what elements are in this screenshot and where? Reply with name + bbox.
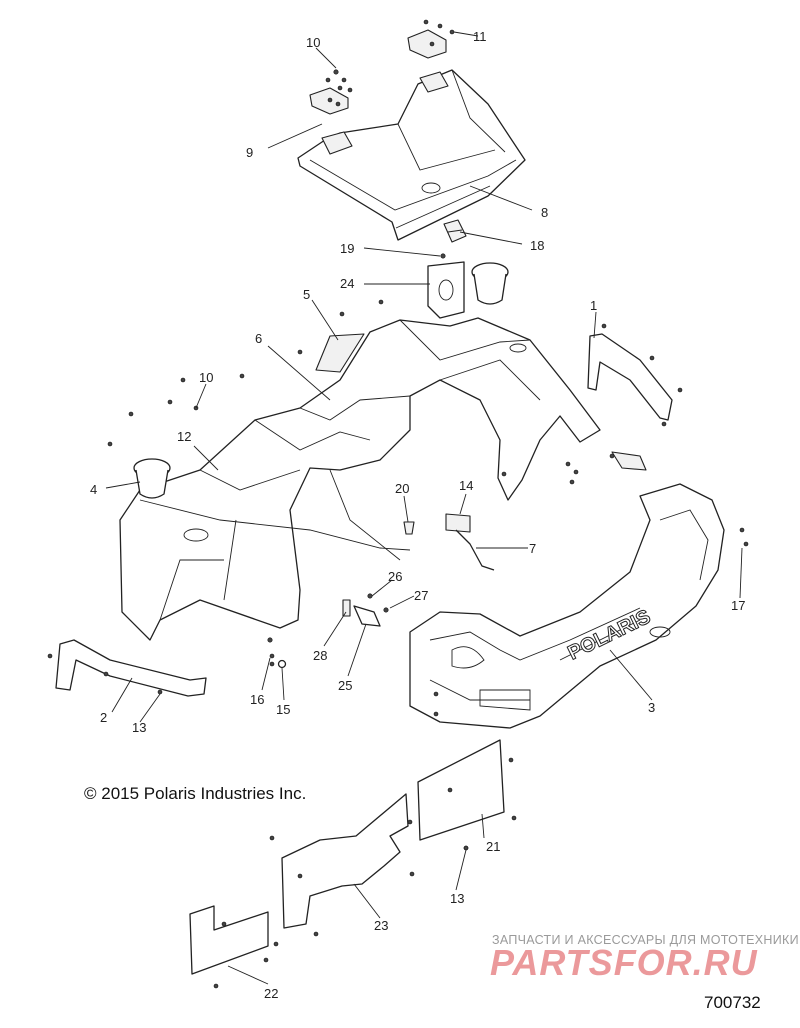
part-5-panel: [315, 333, 365, 373]
part-12-front-cab: [119, 317, 601, 641]
callout-10-mid: 10: [199, 370, 213, 385]
callout-25: 25: [338, 678, 352, 693]
body-screws: [107, 299, 384, 447]
callout-2: 2: [100, 710, 107, 725]
callout-13-lower: 13: [450, 891, 464, 906]
callout-3: 3: [648, 700, 655, 715]
callout-17: 17: [731, 598, 745, 613]
callout-1: 1: [590, 298, 597, 313]
hinge-bracket-right: [501, 451, 647, 485]
callout-9: 9: [246, 145, 253, 160]
leader-lines: [105, 31, 743, 985]
part-28-pin: [342, 599, 351, 617]
callout-23: 23: [374, 918, 388, 933]
callout-24: 24: [340, 276, 354, 291]
cup-holder-front: [471, 262, 509, 305]
callout-20: 20: [395, 481, 409, 496]
callout-15: 15: [276, 702, 290, 717]
part-23-panel: [269, 793, 415, 937]
copyright-notice: © 2015 Polaris Industries Inc.: [84, 784, 307, 803]
part-11-hinge-plate: [407, 19, 455, 93]
callout-16: 16: [250, 692, 264, 707]
part-24-bracket: [427, 261, 465, 319]
callout-13-left: 13: [132, 720, 146, 735]
screw-13-lower: [463, 845, 469, 851]
callout-12: 12: [177, 429, 191, 444]
part-20-fastener: [403, 521, 415, 535]
figure-number: 700732: [704, 993, 761, 1012]
part-4-cup-holder: [133, 458, 171, 499]
callout-10-top: 10: [306, 35, 320, 50]
callout-8: 8: [541, 205, 548, 220]
callout-27: 27: [414, 588, 428, 603]
part-22-panel: [189, 905, 279, 989]
callout-19: 19: [340, 241, 354, 256]
callout-5: 5: [303, 287, 310, 302]
callout-21: 21: [486, 839, 500, 854]
part-1-brace: [587, 323, 683, 427]
part-27-screw: [383, 607, 389, 613]
callout-26: 26: [388, 569, 402, 584]
callout-6: 6: [255, 331, 262, 346]
callout-4: 4: [90, 482, 97, 497]
part-26-nut: [367, 593, 373, 599]
watermark-brand: PARTSFOR.RU: [490, 942, 758, 983]
callout-22: 22: [264, 986, 278, 1001]
part-9-hinge-plate: [309, 87, 353, 155]
callout-14: 14: [459, 478, 473, 493]
part-8-storage-lid: [297, 69, 526, 241]
part-18-latch: [443, 219, 467, 243]
callout-28: 28: [313, 648, 327, 663]
callout-7: 7: [529, 541, 536, 556]
hardware-15-16: [267, 637, 287, 669]
callout-11: 11: [473, 29, 487, 44]
part-7-cable: [455, 529, 495, 571]
part-19-screw: [440, 253, 446, 259]
callout-labels: 10 11 9 8 19 18 24 5 1 6 10 12 4 20 14 7…: [90, 29, 745, 1001]
part-10-screw-top: [325, 69, 353, 93]
part-21-panel: [407, 739, 517, 851]
callout-18: 18: [530, 238, 544, 253]
part-2-brace: [47, 639, 207, 697]
part-14-clip: [445, 513, 471, 533]
part-25-bracket: [353, 605, 381, 627]
watermark-tagline: ЗАПЧАСТИ И АКСЕССУАРЫ ДЛЯ МОТОТЕХНИКИ: [492, 933, 799, 947]
part-17-screws: [739, 527, 749, 547]
